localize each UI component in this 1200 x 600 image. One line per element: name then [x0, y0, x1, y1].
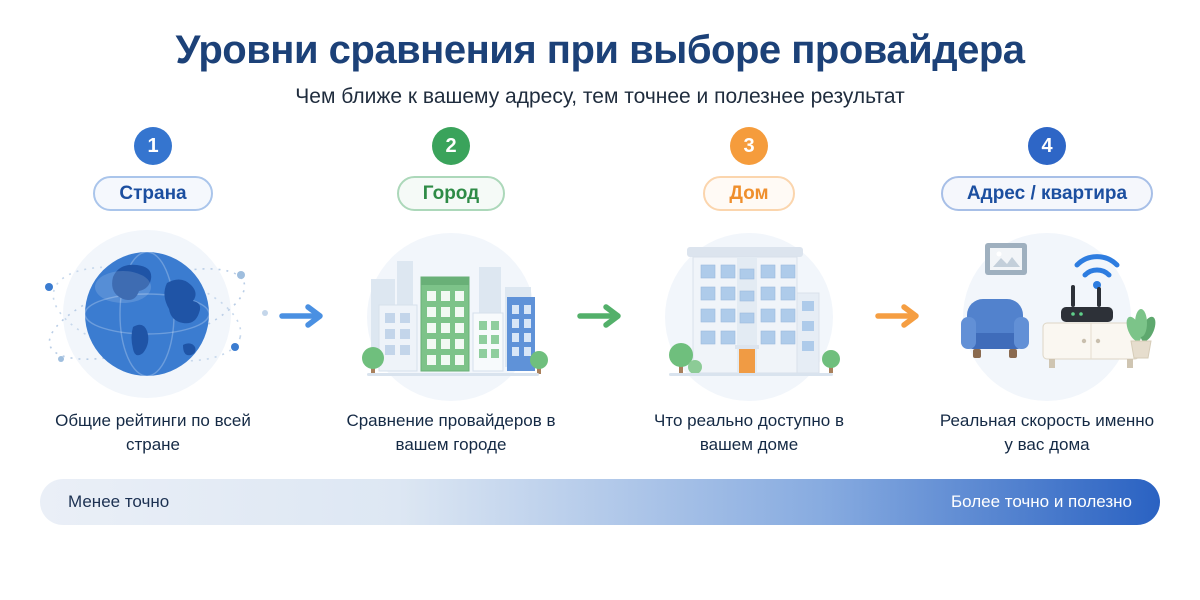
green-building — [420, 276, 470, 372]
ground-line — [669, 373, 833, 376]
city-buildings-illustration — [331, 217, 571, 407]
step-caption: Что реально доступно в вашем доме — [654, 411, 844, 454]
picture-frame-icon — [985, 243, 1027, 275]
arrow-right-icon — [577, 303, 623, 329]
home-interior-illustration — [927, 217, 1167, 407]
globe — [84, 251, 210, 377]
step-number-badge: 3 — [730, 127, 768, 165]
apartment-building — [687, 247, 803, 374]
step-number-badge: 4 — [1028, 127, 1066, 165]
step-city: 2 Город — [325, 127, 577, 457]
entrance-door — [739, 349, 755, 373]
step-caption: Сравнение провайдеров в вашем городе — [346, 411, 556, 454]
step-country: 1 Страна — [27, 127, 279, 457]
home-interior-icon — [961, 233, 1156, 401]
trees — [362, 347, 548, 374]
armchair — [961, 299, 1029, 358]
arrow-right-icon — [875, 303, 921, 329]
white-building — [472, 312, 504, 372]
globe-network-icon — [45, 230, 268, 398]
router-icon — [1061, 285, 1113, 322]
step-label-pill: Адрес / квартира — [940, 176, 1154, 211]
globe-network-illustration — [33, 217, 273, 407]
step-number-badge: 1 — [134, 127, 172, 165]
plant — [1126, 309, 1156, 359]
step-caption: Реальная скорость именно у вас дома — [939, 411, 1155, 454]
accuracy-gradient-bar: Менее точно Более точно и полезно — [40, 478, 1160, 525]
step-label-pill: Страна — [93, 176, 213, 211]
apartment-building-illustration — [629, 217, 869, 407]
step-apartment: 4 Адрес / квартира — [921, 127, 1173, 457]
arrow-right-icon — [279, 303, 325, 329]
step-caption: Общие рейтинги по всей стране — [55, 411, 251, 454]
step-label-pill: Город — [396, 176, 506, 211]
accuracy-label-low: Менее точно — [68, 491, 170, 511]
trees — [669, 343, 840, 374]
gray-building — [378, 304, 418, 372]
step-label-pill: Дом — [703, 176, 795, 211]
wifi-icon — [1074, 254, 1120, 289]
ground-line — [367, 373, 539, 376]
network-nodes — [45, 271, 268, 362]
side-wing — [796, 292, 820, 374]
page-title: Уровни сравнения при выборе провайдера — [175, 28, 1025, 72]
accuracy-label-high: Более точно и полезно — [950, 491, 1132, 511]
city-buildings-icon — [362, 233, 548, 401]
page-subtitle: Чем ближе к вашему адресу, тем точнее и … — [295, 85, 905, 108]
sideboard — [1042, 322, 1140, 368]
step-house: 3 Дом — [623, 127, 875, 457]
apartment-building-icon — [665, 233, 840, 401]
step-number-badge: 2 — [432, 127, 470, 165]
steps-row: 1 Страна — [0, 127, 1200, 457]
